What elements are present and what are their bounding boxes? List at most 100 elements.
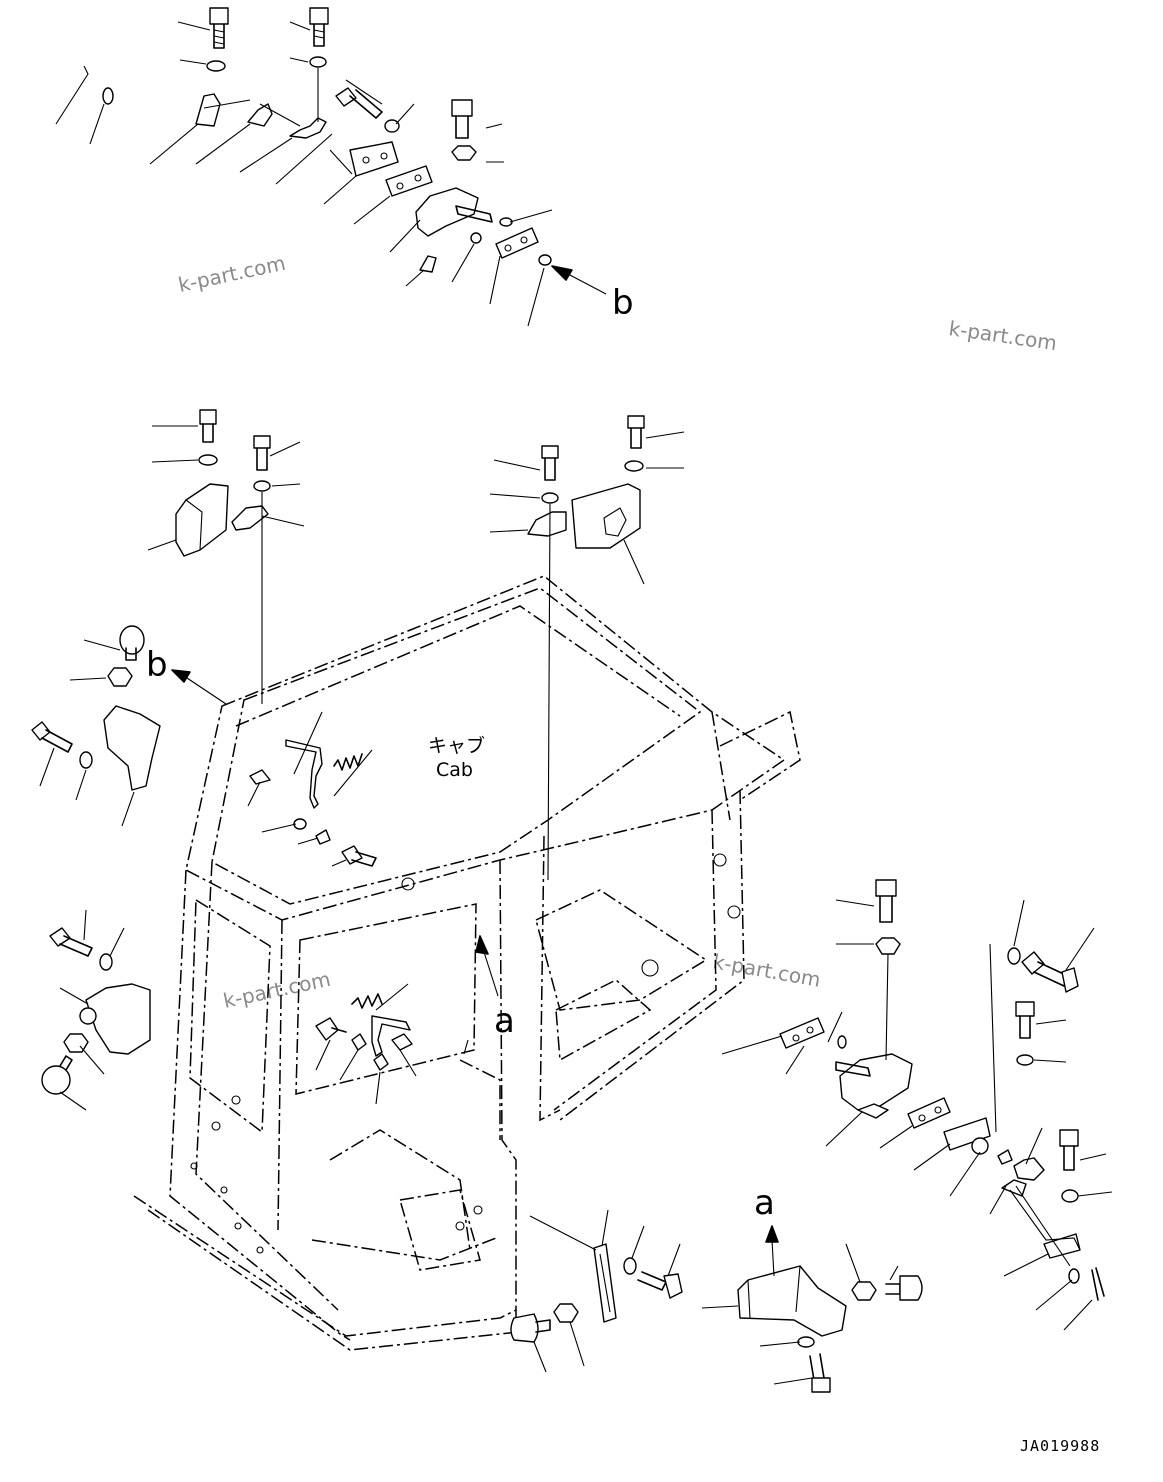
bolt-icon bbox=[315, 1017, 347, 1041]
bolt-icon bbox=[335, 87, 383, 119]
bolt-icon bbox=[341, 845, 377, 867]
stopper-bracket-icon bbox=[85, 983, 151, 1055]
clip-icon bbox=[315, 829, 331, 845]
stopper-bracket-icon bbox=[737, 1265, 847, 1337]
drawing-code: JA019988 bbox=[1020, 1437, 1100, 1455]
ref-label-b-cab: b bbox=[146, 645, 168, 685]
latch-icon bbox=[857, 1103, 889, 1119]
bolt-icon bbox=[1021, 951, 1079, 993]
spring-icon bbox=[1013, 1157, 1045, 1181]
bracket-icon bbox=[527, 511, 567, 537]
washer-icon bbox=[624, 460, 644, 472]
washer-icon bbox=[99, 953, 113, 971]
shim-plate-icon bbox=[385, 165, 433, 197]
watermarks: k-part.com k-part.com k-part.com k-part.… bbox=[176, 251, 1058, 1013]
washer-icon bbox=[1007, 947, 1021, 965]
spring-icon bbox=[333, 753, 363, 771]
mid-latch-linkage: a bbox=[315, 935, 515, 1105]
washer-icon bbox=[384, 119, 400, 133]
cotter-pin-icon bbox=[1091, 1267, 1105, 1301]
ref-b-arrow-cab bbox=[183, 675, 227, 705]
cab-label-english: Cab bbox=[436, 759, 473, 781]
bolt-icon bbox=[49, 927, 93, 957]
ref-a-arrow bbox=[771, 1239, 775, 1277]
clip-icon bbox=[351, 1033, 367, 1051]
bolt-icon bbox=[309, 7, 329, 47]
upper-latch-linkage bbox=[247, 711, 377, 867]
cab-label-japanese: キャブ bbox=[428, 734, 485, 757]
ref-label-b-top: b bbox=[612, 283, 634, 323]
ref-label-a-cab: a bbox=[494, 1001, 515, 1041]
bushing-icon bbox=[79, 1007, 97, 1025]
watermark-2: k-part.com bbox=[947, 316, 1058, 355]
bottom-stopper-group: a bbox=[510, 1183, 923, 1393]
lever-tab-icon bbox=[249, 769, 271, 785]
hinge-plate-icon bbox=[349, 141, 399, 177]
cover-icon bbox=[571, 483, 641, 549]
stopper-bracket-icon bbox=[103, 705, 161, 791]
latch-icon bbox=[419, 255, 437, 273]
bolt-icon bbox=[809, 1353, 831, 1393]
spring-icon bbox=[351, 993, 383, 1009]
lock-plate-icon bbox=[1001, 1179, 1027, 1197]
pin-icon bbox=[837, 1035, 847, 1049]
rubber-stopper-icon bbox=[119, 625, 145, 661]
watermark-4: k-part.com bbox=[711, 949, 822, 992]
left-stopper-group: b bbox=[31, 625, 227, 827]
right-hinge-assembly bbox=[721, 879, 1113, 1331]
bolt-icon bbox=[1015, 1001, 1035, 1039]
nut-icon bbox=[451, 145, 477, 161]
bushing-icon bbox=[971, 1137, 989, 1155]
bolt-icon bbox=[875, 879, 897, 923]
ref-a-arrow-cab bbox=[483, 951, 499, 997]
lock-plate-icon bbox=[247, 103, 273, 127]
nut-icon bbox=[553, 1303, 579, 1323]
bolt-icon bbox=[253, 435, 271, 471]
bracket-icon bbox=[195, 93, 221, 127]
ref-label-a-bottom: a bbox=[754, 1183, 775, 1223]
upper-left-cover-group bbox=[147, 409, 305, 704]
washer-icon bbox=[79, 751, 93, 769]
hinge-bracket-icon bbox=[415, 187, 479, 237]
hinge-plate-icon bbox=[943, 1117, 991, 1151]
lever-rod-icon bbox=[371, 1015, 411, 1057]
washer-icon bbox=[253, 480, 271, 492]
bolt-icon bbox=[451, 99, 473, 139]
watermark-1: k-part.com bbox=[176, 251, 288, 297]
washer-icon bbox=[470, 232, 482, 244]
washer-icon bbox=[623, 1257, 637, 1275]
washer-icon bbox=[797, 1336, 815, 1348]
washer-icon bbox=[198, 454, 218, 466]
clip-icon bbox=[997, 1149, 1013, 1165]
washer-icon bbox=[309, 56, 327, 68]
washer-icon bbox=[1061, 1189, 1079, 1203]
rubber-stopper-icon bbox=[510, 1313, 551, 1343]
rubber-stopper-icon bbox=[41, 1055, 73, 1095]
bolt-icon bbox=[637, 1271, 683, 1299]
bolt-icon bbox=[31, 721, 73, 753]
bushing-icon bbox=[538, 254, 552, 266]
shim-plate-icon bbox=[779, 1017, 825, 1049]
top-hinge-assembly: b bbox=[55, 7, 634, 327]
washer-icon bbox=[1016, 1054, 1034, 1066]
nut-icon bbox=[875, 937, 901, 955]
lever-rod-icon bbox=[285, 739, 323, 809]
washer-icon bbox=[541, 492, 559, 504]
hinge-bracket-icon bbox=[839, 1053, 913, 1111]
shim-plate-icon bbox=[495, 227, 539, 259]
nut-icon bbox=[851, 1281, 877, 1301]
upper-center-cover-group bbox=[489, 415, 685, 881]
left-door-stopper-group bbox=[41, 909, 151, 1111]
spring-icon bbox=[289, 117, 327, 139]
watermark-3: k-part.com bbox=[221, 967, 333, 1013]
cab-frame: キャブ Cab bbox=[133, 575, 801, 1351]
bolt-icon bbox=[199, 409, 217, 443]
bolt-icon bbox=[209, 7, 229, 49]
washer-icon bbox=[102, 87, 114, 105]
rubber-stopper-icon bbox=[885, 1275, 923, 1301]
bolt-icon bbox=[541, 445, 559, 481]
lever-tab-icon bbox=[391, 1033, 413, 1051]
washer-icon bbox=[1068, 1268, 1080, 1284]
ref-b-arrow bbox=[567, 273, 607, 295]
